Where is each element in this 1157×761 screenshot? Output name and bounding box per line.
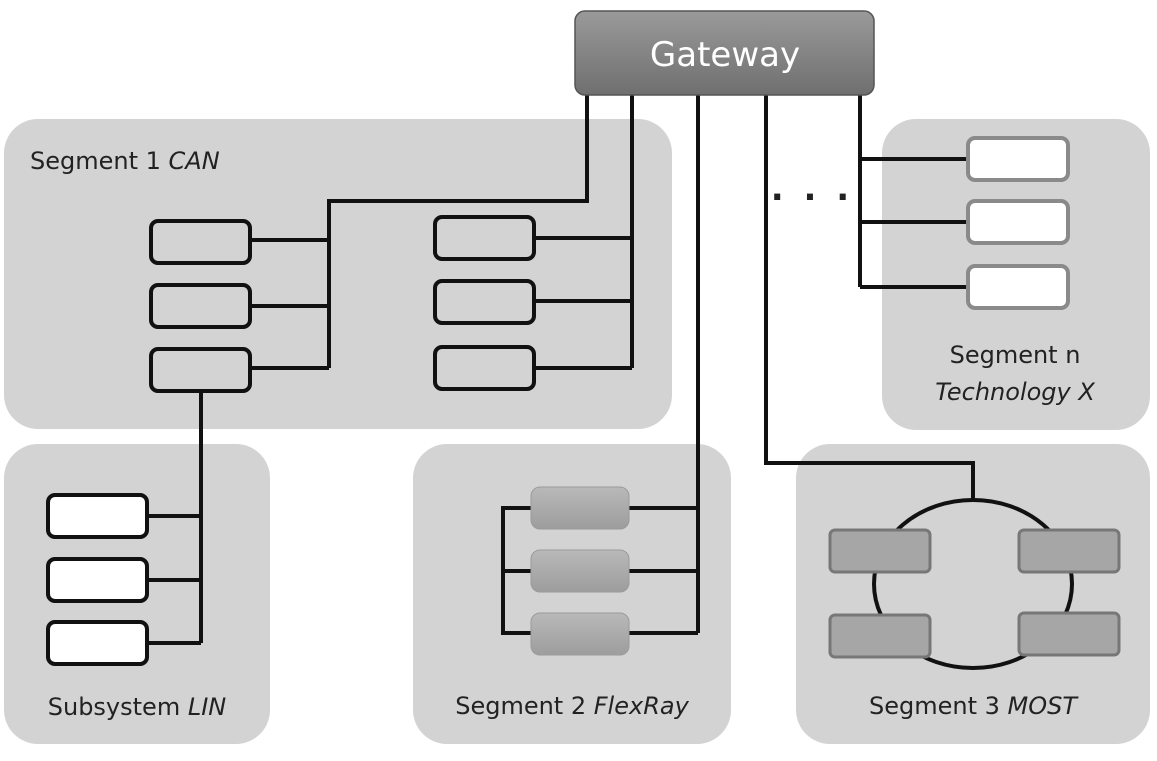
segment-can-name: Segment 1: [30, 147, 169, 175]
most-node: [1017, 611, 1121, 657]
can-nodes: [149, 215, 536, 393]
can-node: [433, 215, 536, 261]
most-nodes: [828, 528, 1121, 659]
gateway: Gateway: [574, 10, 875, 96]
segment-n-tech: Technology X: [935, 378, 1095, 406]
segment-most-tech: MOST: [1008, 692, 1080, 720]
gateway-label: Gateway: [650, 35, 800, 75]
lin-node: [46, 493, 149, 539]
more-segments-ellipsis: . . .: [771, 169, 853, 209]
flexray-node: [530, 612, 630, 656]
segment-n-node: [966, 136, 1070, 182]
flexray-node: [530, 549, 630, 593]
segment-n-nodes: [966, 136, 1070, 310]
segment-most-name: Segment 3: [869, 692, 1008, 720]
lin-node: [46, 620, 149, 666]
most-ring: [872, 498, 1074, 670]
most-node: [828, 528, 932, 574]
flexray-nodes: [530, 486, 630, 656]
flexray-node: [530, 486, 630, 530]
segment-flexray-label: Segment 2 FlexRay: [455, 692, 689, 720]
segment-n-node: [966, 199, 1070, 245]
can-node: [149, 347, 252, 393]
segment-n-name: Segment n: [950, 341, 1081, 369]
can-node: [433, 345, 536, 391]
most-node: [1017, 528, 1121, 574]
segment-flexray-area: [413, 444, 731, 744]
segment-flexray-name: Segment 2: [455, 692, 594, 720]
segment-can-label: Segment 1 CAN: [30, 147, 220, 175]
bus-wiring: [147, 92, 975, 645]
segment-n-node: [966, 264, 1070, 310]
can-node: [149, 219, 252, 265]
segment-flexray-tech: FlexRay: [594, 692, 690, 720]
subsystem-lin-tech: LIN: [188, 693, 226, 721]
can-node: [433, 279, 536, 325]
subsystem-lin-label: Subsystem LIN: [48, 693, 227, 721]
segment-can-tech: CAN: [169, 147, 220, 175]
can-node: [149, 283, 252, 329]
segment-most-label: Segment 3 MOST: [869, 692, 1079, 720]
subsystem-lin-name: Subsystem: [48, 693, 188, 721]
lin-nodes: [46, 493, 149, 666]
most-node: [828, 613, 932, 659]
gateway-box: [574, 10, 875, 96]
lin-node: [46, 557, 149, 603]
segment-most-area: [796, 444, 1150, 744]
